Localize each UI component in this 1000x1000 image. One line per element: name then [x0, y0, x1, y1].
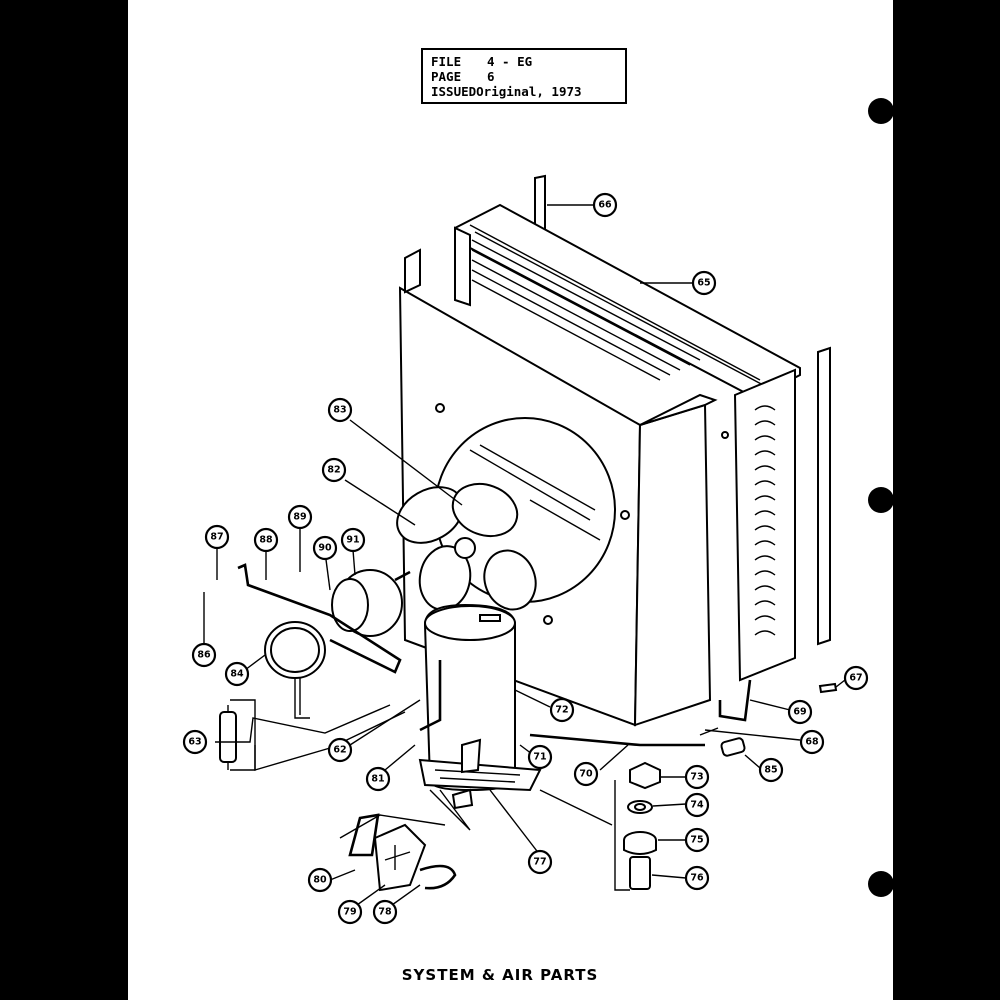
callout-90: 90 [312, 535, 338, 561]
callout-67: 67 [843, 665, 869, 691]
file-row: FILE 4 - EG [431, 54, 617, 69]
callout-80: 80 [307, 867, 333, 893]
page-label: PAGE [431, 69, 462, 84]
callout-65: 65 [691, 270, 717, 296]
coil-side-tubes [733, 368, 796, 682]
callout-63: 63 [182, 729, 208, 755]
gasket [348, 813, 380, 857]
svg-text:82: 82 [327, 465, 340, 476]
callout-66: 66 [592, 192, 618, 218]
callout-75: 75 [684, 827, 710, 853]
svg-text:83: 83 [333, 405, 346, 416]
svg-text:74: 74 [690, 800, 704, 811]
svg-text:79: 79 [343, 907, 356, 918]
callout-91: 91 [340, 527, 366, 553]
svg-text:70: 70 [579, 769, 593, 780]
refrigerant-tubing [419, 660, 752, 747]
compressor [418, 603, 542, 810]
issued-row: ISSUEDOriginal, 1973 [431, 84, 617, 99]
drier [720, 737, 746, 757]
diagram-title: SYSTEM & AIR PARTS [401, 966, 599, 984]
callout-69: 69 [787, 699, 813, 725]
callout-83-top: 83 [327, 397, 353, 423]
vertical-bracket-right [817, 346, 831, 646]
svg-text:80: 80 [313, 875, 327, 886]
callout-85: 85 [758, 757, 784, 783]
binder-hole-top [868, 98, 894, 124]
svg-text:73: 73 [690, 772, 703, 783]
screw [818, 682, 838, 694]
svg-text:67: 67 [849, 673, 862, 684]
svg-text:65: 65 [697, 278, 710, 289]
left-scan-edge [0, 0, 128, 1000]
issued-value: Original, 1973 [476, 84, 582, 99]
callout-68: 68 [799, 729, 825, 755]
svg-text:76: 76 [690, 873, 704, 884]
callout-82-top: 82 [321, 457, 347, 483]
callout-62: 62 [327, 737, 353, 763]
svg-text:91: 91 [346, 535, 359, 546]
fan-motor [331, 569, 411, 637]
svg-text:88: 88 [259, 535, 273, 546]
svg-text:63: 63 [188, 737, 201, 748]
binder-hole-middle [868, 487, 894, 513]
file-info-box: FILE 4 - EG PAGE 6 ISSUEDOriginal, 1973 [421, 48, 627, 104]
svg-text:85: 85 [764, 765, 777, 776]
relay-component [219, 699, 256, 771]
svg-text:62: 62 [333, 745, 346, 756]
callout-77: 77 [527, 849, 553, 875]
callout-70: 70 [573, 761, 599, 787]
condenser-coil [454, 203, 801, 400]
fan-shroud [398, 248, 729, 727]
svg-text:86: 86 [197, 650, 211, 661]
callout-81: 81 [365, 766, 391, 792]
leader-lines [203, 204, 846, 911]
right-scan-edge [893, 0, 1000, 1000]
callout-72: 72 [549, 697, 575, 723]
page-row: PAGE 6 [431, 69, 617, 84]
callout-78: 78 [372, 899, 398, 925]
svg-text:89: 89 [293, 512, 306, 523]
file-label: FILE [431, 54, 462, 69]
svg-text:69: 69 [793, 707, 806, 718]
fan-blade [396, 482, 537, 611]
svg-text:72: 72 [555, 705, 568, 716]
svg-text:71: 71 [533, 752, 546, 763]
svg-text:68: 68 [805, 737, 819, 748]
callout-74: 74 [684, 792, 710, 818]
svg-text:75: 75 [690, 835, 703, 846]
terminal-clip [419, 864, 457, 890]
grommet-stack [614, 761, 661, 891]
file-value: 4 - EG [487, 54, 533, 69]
svg-text:81: 81 [371, 774, 384, 785]
callout-71: 71 [527, 744, 553, 770]
motor-mount [237, 563, 402, 719]
terminal-cover [373, 823, 427, 892]
callout-86: 86 [191, 642, 217, 668]
svg-text:90: 90 [318, 543, 332, 554]
issued-label: ISSUED [431, 84, 477, 99]
callout-87: 87 [204, 524, 230, 550]
binder-hole-bottom [868, 871, 894, 897]
svg-text:87: 87 [210, 532, 223, 543]
callout-79: 79 [337, 899, 363, 925]
callout-73: 73 [684, 764, 710, 790]
page-value: 6 [487, 69, 495, 84]
svg-text:77: 77 [533, 857, 546, 868]
svg-text:66: 66 [598, 200, 612, 211]
svg-text:78: 78 [378, 907, 392, 918]
svg-text:84: 84 [230, 669, 244, 680]
callout-84: 84 [224, 661, 250, 687]
callout-88: 88 [253, 527, 279, 553]
callout-89: 89 [287, 504, 313, 530]
callout-76: 76 [684, 865, 710, 891]
